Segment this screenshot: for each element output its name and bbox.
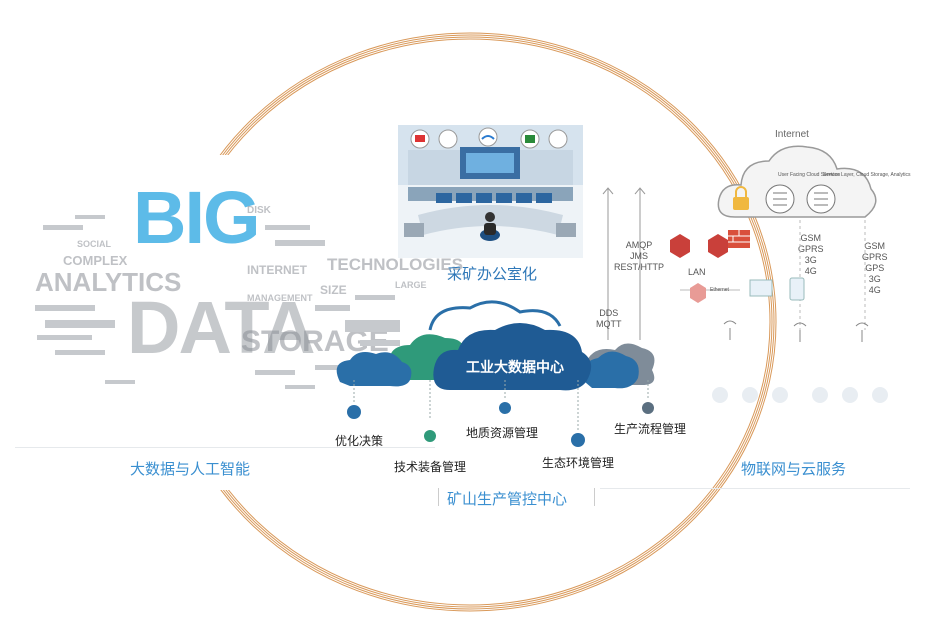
label-optimize: 优化决策 (335, 434, 384, 448)
label-office: 采矿办公室化 (447, 265, 538, 283)
internet-cloud-icon (717, 145, 877, 218)
protocol-amqp-jms-rest: AMQP JMS REST/HTTP (614, 240, 665, 272)
protocol-dds-mqtt: DDS MQTT (596, 308, 622, 329)
word-complex: COMPLEX (63, 253, 128, 268)
label-control-center: 矿山生产管控中心 (447, 490, 568, 508)
mobile-stack-b: GSM GPRS GPS 3G 4G (862, 241, 888, 295)
protocol-arrows (602, 187, 646, 340)
word-technologies: TECHNOLOGIES (327, 255, 464, 274)
word-data: DATA (127, 286, 316, 369)
label-tech-equipment: 技术装备管理 (394, 460, 467, 474)
word-cloud-texture (35, 215, 400, 389)
lan-label: LAN (688, 267, 706, 277)
function-icons (347, 380, 654, 447)
big-data-panel: BIG DATA ANALYTICS STORAGE TECHNOLOGIES … (15, 155, 463, 490)
word-big: BIG (133, 176, 261, 259)
cloud-cluster (336, 300, 655, 391)
word-internet: INTERNET (247, 263, 307, 277)
word-social: SOCIAL (77, 239, 112, 249)
internet-label: Internet (775, 129, 809, 140)
cloud-right-label: Service Layer, Cloud Storage, Analytics (823, 172, 911, 178)
center-cloud-label: 工业大数据中心 (466, 360, 564, 376)
word-large: LARGE (395, 280, 427, 290)
label-iot-cloud: 物联网与云服务 (741, 460, 847, 478)
panel-divider-right (600, 488, 910, 489)
network-devices (670, 220, 888, 403)
label-geo-resource: 地质资源管理 (466, 426, 539, 440)
label-ecology: 生态环境管理 (542, 456, 615, 470)
word-disk: DISK (247, 205, 271, 216)
control-room-icon (398, 125, 583, 258)
word-management: MANAGEMENT (247, 293, 313, 303)
label-big-data: 大数据与人工智能 (130, 460, 251, 478)
ethernet-label: Ethernet (710, 287, 729, 293)
mobile-stack-a: GSM GPRS 3G 4G (798, 233, 824, 276)
cloud-left-label: User Facing Cloud Services (778, 172, 840, 178)
panel-divider (15, 447, 435, 448)
bracket-right (594, 488, 595, 506)
word-analytics: ANALYTICS (35, 267, 182, 297)
control-room-illustration (398, 125, 583, 258)
label-production-flow: 生产流程管理 (614, 422, 687, 436)
iot-panel: Internet User Facing Cloud Services Serv… (600, 125, 911, 490)
word-size: SIZE (320, 283, 347, 297)
bracket-left (438, 488, 439, 506)
